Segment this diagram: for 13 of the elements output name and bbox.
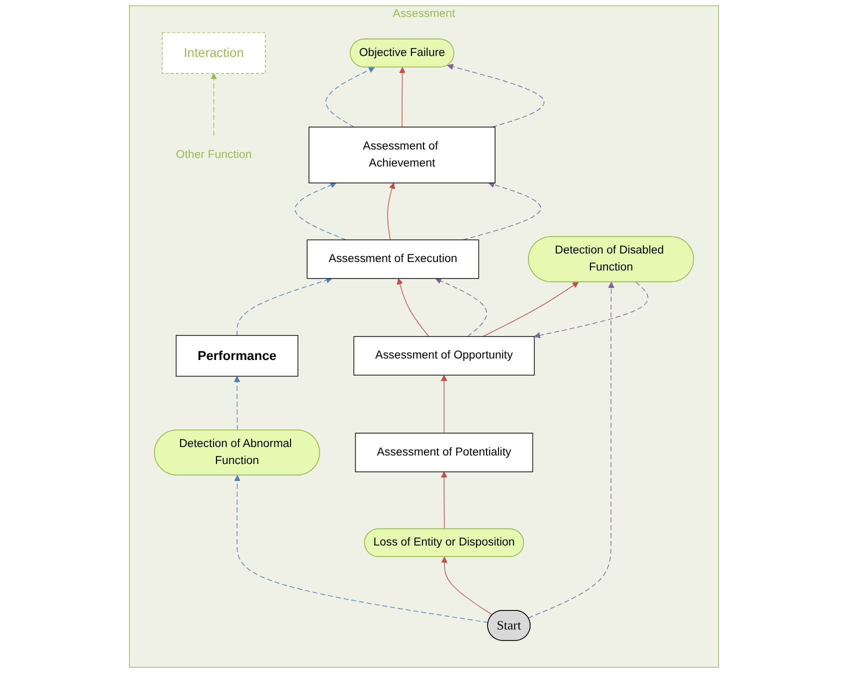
ellipse-node: Detection of Abnormal Function [154,430,320,476]
ellipse-node: Detection of Disabled Function [528,236,694,282]
process-box: Performance [176,335,298,377]
process-box: Interaction [162,32,266,74]
process-box: Assessment of Execution [306,239,480,279]
ellipse-node: Loss of Entity or Disposition [364,528,524,558]
ellipse-node: Objective Failure [350,38,454,68]
process-box: Assessment of Achievement [308,126,496,184]
process-box: Assessment of Potentiality [355,432,534,472]
group-title: Assessment [392,8,456,20]
ellipse-node: Start [487,610,531,641]
text-label: Other Function [176,148,252,161]
process-box: Assessment of Opportunity [353,336,535,376]
